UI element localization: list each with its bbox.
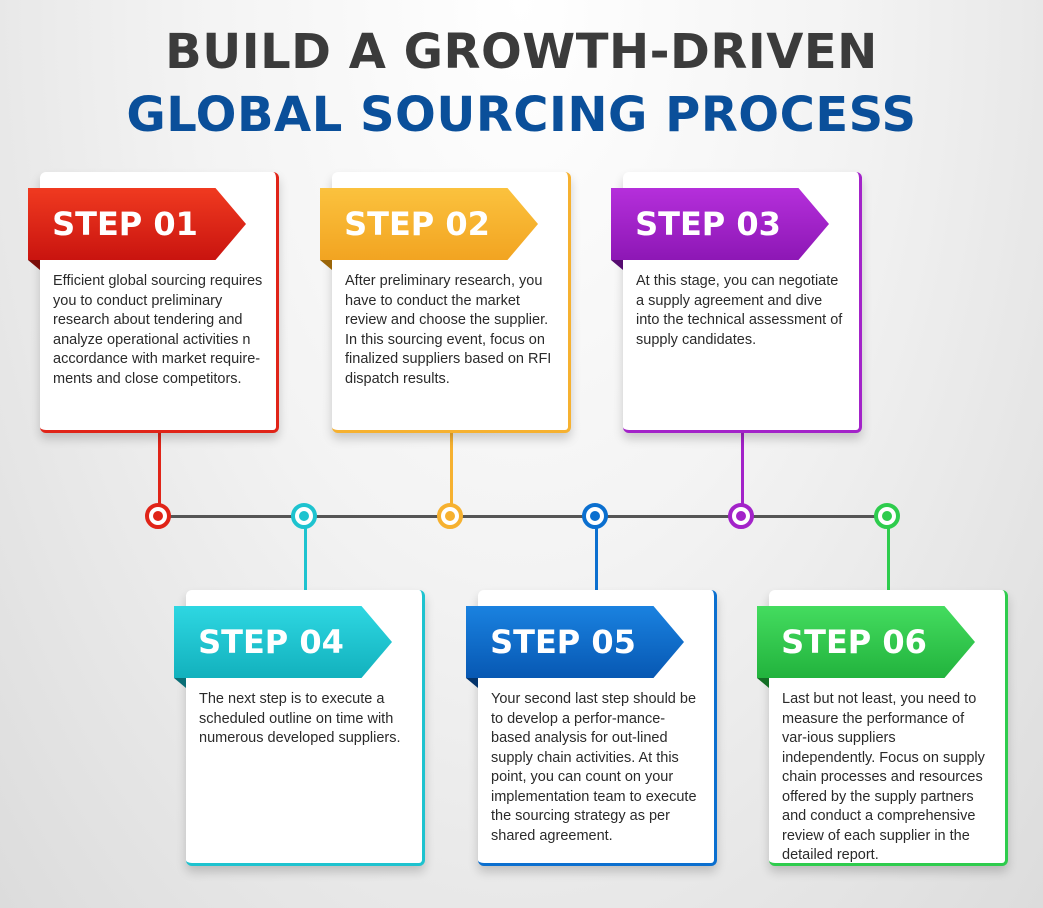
timeline-node-06 — [874, 503, 900, 529]
step-card-01: STEP 01 Efficient global sourcing requir… — [28, 172, 279, 433]
connector-step-04 — [304, 516, 307, 592]
banner-fold — [611, 260, 623, 270]
connector-step-03 — [741, 432, 744, 516]
timeline-node-05 — [582, 503, 608, 529]
step-banner: STEP 06 — [757, 606, 975, 678]
title-line-1: BUILD A GROWTH-DRIVEN — [165, 24, 878, 80]
step-description: The next step is to execute a scheduled … — [199, 691, 401, 746]
timeline-node-03 — [728, 503, 754, 529]
timeline-node-01 — [145, 503, 171, 529]
title-line-2: GLOBAL SOURCING PROCESS — [126, 87, 917, 143]
connector-step-06 — [887, 516, 890, 592]
step-card-06: STEP 06 Last but not least, you need to … — [757, 590, 1008, 866]
step-banner: STEP 02 — [320, 188, 538, 260]
banner-fold — [757, 678, 769, 688]
step-banner: STEP 01 — [28, 188, 246, 260]
step-banner: STEP 03 — [611, 188, 829, 260]
banner-fold — [174, 678, 186, 688]
step-card-02: STEP 02 After preliminary research, you … — [320, 172, 571, 433]
step-description: At this stage, you can negotiate a suppl… — [636, 273, 843, 348]
step-banner: STEP 05 — [466, 606, 684, 678]
step-card-05: STEP 05 Your second last step should be … — [466, 590, 717, 866]
step-card-03: STEP 03 At this stage, you can negotiate… — [611, 172, 862, 433]
step-description: Your second last step should be to devel… — [491, 691, 697, 844]
timeline-node-02 — [437, 503, 463, 529]
connector-step-02 — [450, 432, 453, 516]
step-banner: STEP 04 — [174, 606, 392, 678]
banner-fold — [466, 678, 478, 688]
connector-step-01 — [158, 432, 161, 516]
banner-fold — [28, 260, 40, 270]
banner-fold — [320, 260, 332, 270]
step-description: Last but not least, you need to measure … — [782, 691, 985, 863]
step-card-04: STEP 04 The next step is to execute a sc… — [174, 590, 425, 866]
step-description: Efficient global sourcing requires you t… — [53, 273, 263, 387]
timeline-line — [160, 515, 888, 518]
step-description: After preliminary research, you have to … — [345, 273, 552, 387]
timeline-node-04 — [291, 503, 317, 529]
connector-step-05 — [595, 516, 598, 592]
